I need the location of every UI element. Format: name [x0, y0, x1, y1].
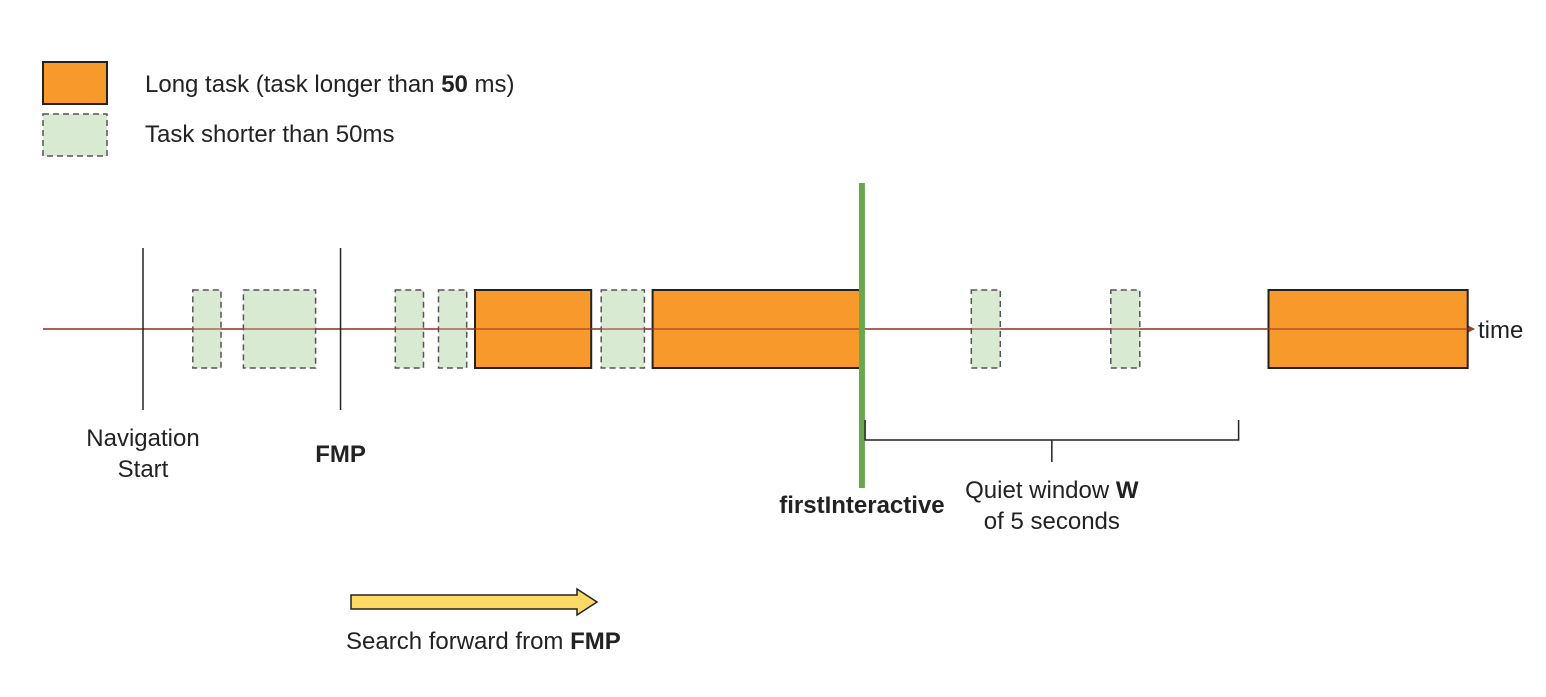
quiet-window-text-bold: W — [1116, 477, 1139, 504]
search-forward-arrow — [350, 587, 599, 617]
legend-long-task-label: Long task (task longer than 50 ms) — [145, 71, 515, 98]
legend-long-task-text-before: Long task (task longer than — [145, 71, 441, 98]
search-forward-label: Search forward from FMP — [346, 628, 621, 655]
quiet-window-label-line2: of 5 seconds — [984, 508, 1120, 535]
navigation-start-label: Navigation — [86, 425, 199, 452]
quiet-window-label-line1: Quiet window W — [965, 477, 1139, 504]
legend-short-task-swatch — [42, 113, 108, 157]
time-axis-label: time — [1478, 317, 1523, 344]
quiet-window-bracket — [864, 420, 1240, 462]
legend-short-task-label: Task shorter than 50ms — [145, 121, 394, 148]
legend-long-task-text-bold: 50 — [441, 71, 468, 98]
fmp-label: FMP — [315, 441, 366, 468]
search-forward-text-bold: FMP — [570, 628, 621, 655]
navigation-start-label-line2: Start — [118, 456, 169, 483]
first-interactive-label: firstInteractive — [779, 492, 944, 519]
legend-long-task-swatch — [42, 61, 108, 105]
navigation-start-label-line1: Navigation — [86, 425, 199, 452]
quiet-window-text-before: Quiet window — [965, 477, 1116, 504]
search-forward-text-before: Search forward from — [346, 628, 570, 655]
navigation-start-label-2: Start — [118, 456, 169, 483]
legend-long-task-text-after: ms) — [468, 71, 515, 98]
legend: Long task (task longer than 50 ms) Task … — [42, 61, 515, 157]
